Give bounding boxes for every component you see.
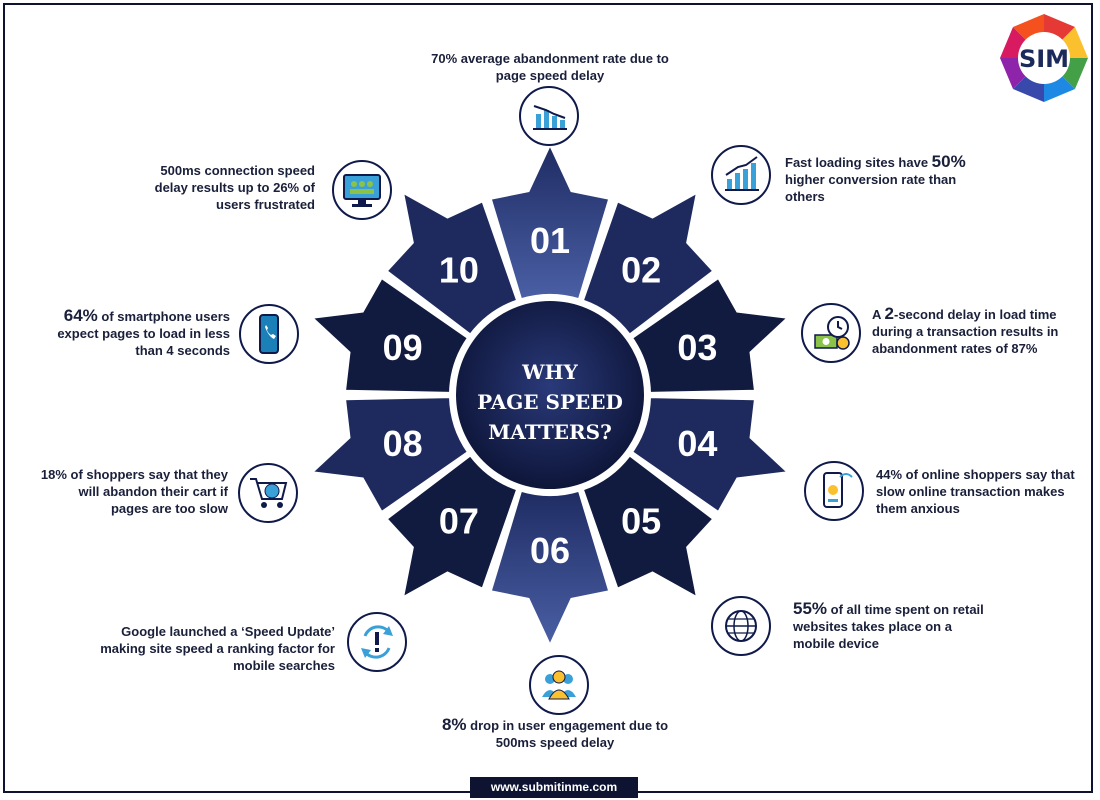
money-clock-icon [801,303,861,363]
segment-number-07: 07 [439,500,479,541]
fact-06: 8% drop in user engagement due to 500ms … [440,716,670,751]
fact-03-post: -second delay in load time during a tran… [872,307,1059,356]
center-title-line3: MATTERS? [488,420,612,444]
smartphone-call-icon [239,304,299,364]
segment-number-10: 10 [439,250,479,291]
sim-logo: SIM [1000,14,1088,102]
segment-number-02: 02 [621,250,661,291]
fact-02-pre: Fast loading sites have [785,155,932,170]
segment-number-08: 08 [383,423,423,464]
bar-chart-down-icon [519,86,579,146]
fact-04: 44% of online shoppers say that slow onl… [876,467,1075,516]
refresh-alert-icon [347,612,407,672]
segment-number-05: 05 [621,500,661,541]
fact-05-highlight: 55% [793,599,828,618]
segment-number-03: 03 [677,327,717,368]
fact-06-highlight: 8% [441,715,467,734]
center-title-line2: PAGE SPEED [477,390,623,414]
computer-users-icon [332,160,392,220]
shopping-cart-globe-icon [238,463,298,523]
fact-03: A 2-second delay in load time during a t… [872,305,1087,357]
fact-09-highlight: 64% [63,306,98,325]
segment-number-04: 04 [677,423,717,464]
mobile-payment-icon [804,461,864,521]
fact-02: Fast loading sites have 50% higher conve… [785,153,995,205]
fact-03-highlight: 2 [884,304,894,323]
fact-10: 500ms connection speed delay results up … [154,163,315,212]
fact-02-highlight: 50% [931,152,966,171]
fact-09: 64% of smartphone users expect pages to … [42,307,230,359]
fact-02-post: higher conversion rate than others [785,172,957,204]
center-title-line1: WHY [521,360,578,384]
fact-08: 18% of shoppers say that they will aband… [40,467,228,516]
globe-icon [711,596,771,656]
fact-01: 70% average abandonment rate due to page… [431,51,669,83]
users-group-icon [529,655,589,715]
fact-09-post: of smartphone users expect pages to load… [57,309,230,358]
hub [456,301,644,489]
fact-07: Google launched a ‘Speed Update’ making … [100,624,335,673]
segment-number-01: 01 [530,220,570,261]
footer-url[interactable]: www.submitinme.com [470,777,638,798]
fact-03-pre: A [872,307,885,322]
fact-06-post: drop in user engagement due to 500ms spe… [466,718,669,750]
fact-05: 55% of all time spent on retail websites… [793,600,988,652]
fact-05-post: of all time spent on retail websites tak… [793,602,984,651]
segment-number-06: 06 [530,530,570,571]
growth-chart-icon [711,145,771,205]
segment-number-09: 09 [383,327,423,368]
logo-text: SIM [1019,45,1069,73]
